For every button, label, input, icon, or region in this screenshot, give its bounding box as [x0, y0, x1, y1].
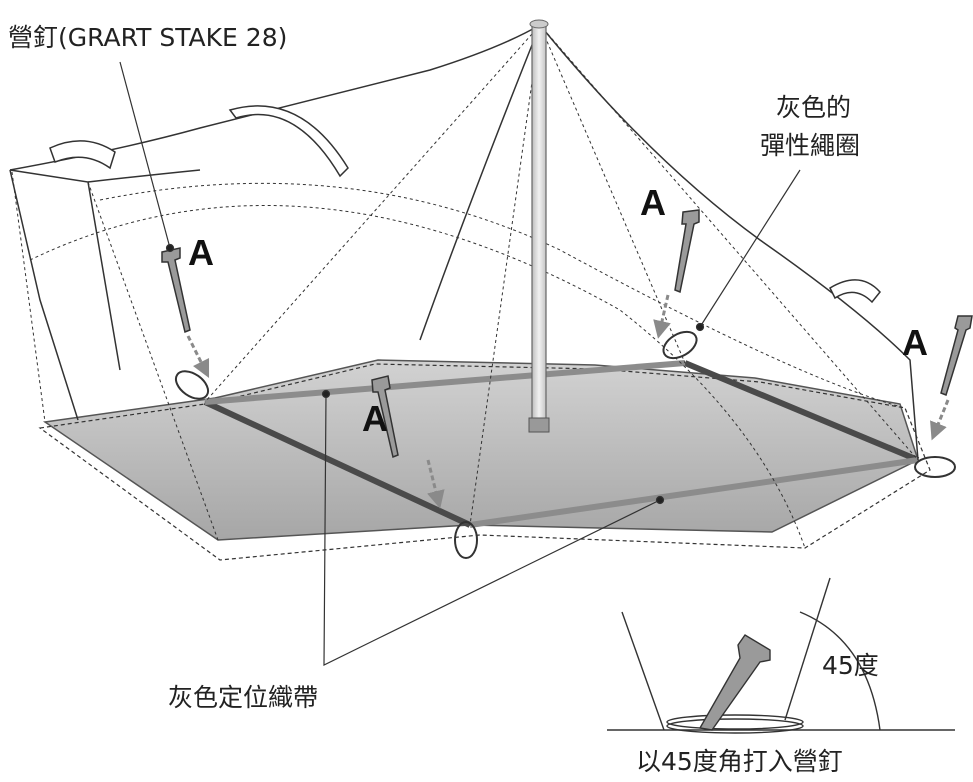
stake-icons	[161, 209, 973, 459]
webbing-label: 灰色定位織帶	[168, 683, 319, 712]
marker-a-right: A	[902, 322, 928, 363]
marker-a-back: A	[640, 182, 666, 223]
stake-label: 營釘(GRART STAKE 28)	[8, 23, 288, 52]
angle-caption: 以45度角打入營釘	[636, 747, 843, 776]
drive-arrows	[186, 294, 950, 509]
elastic-cord-label-line1: 灰色的	[776, 93, 852, 122]
angle-inset	[607, 577, 955, 734]
dotted-guy-lines	[11, 24, 919, 549]
elastic-cord-label-line2: 彈性繩圈	[760, 131, 861, 160]
angle-label: 45度	[822, 651, 879, 680]
footprint-outline	[38, 363, 931, 561]
leader-lines	[119, 61, 801, 666]
tent-fabric	[9, 24, 919, 461]
elastic-cord-loops	[174, 330, 956, 559]
tent-floor	[42, 359, 919, 541]
marker-a-center: A	[362, 398, 388, 439]
webbing-straps	[203, 360, 920, 528]
marker-a-left: A	[188, 232, 214, 273]
center-pole	[528, 19, 550, 433]
tent-vents	[49, 105, 881, 304]
